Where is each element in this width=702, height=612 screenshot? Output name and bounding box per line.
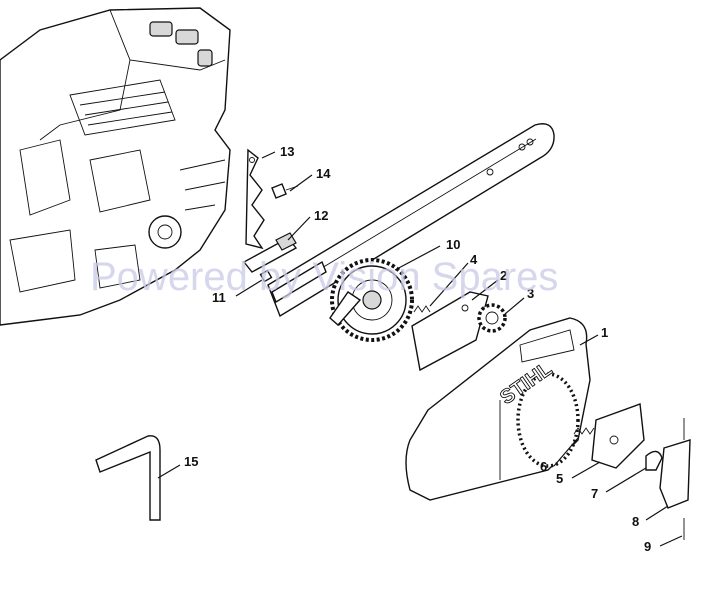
engine-housing (0, 7, 231, 326)
callout-5: 5 (556, 471, 563, 486)
callout-8: 8 (632, 514, 639, 529)
guide-plate (411, 291, 489, 372)
cap-7 (645, 450, 663, 471)
callout-1: 1 (601, 325, 608, 340)
watermark: Powered by Vision Spares (90, 255, 558, 299)
catch-8 (659, 418, 691, 540)
bar-wrench (95, 435, 161, 521)
tensioner-spring (245, 148, 265, 250)
callout-13: 13 (280, 144, 294, 159)
callout-7: 7 (591, 486, 598, 501)
callout-labels: 1 2 3 4 5 6 7 8 9 10 11 12 13 14 15 (184, 144, 651, 554)
sprocket-cover: STIHL (405, 317, 591, 501)
callout-2: 2 (500, 268, 507, 283)
brake-block-5 (591, 403, 645, 469)
callout-3: 3 (527, 286, 534, 301)
callout-15: 15 (184, 454, 198, 469)
guide-bar (267, 123, 555, 318)
callout-9: 9 (644, 539, 651, 554)
chain-sprocket (329, 258, 414, 342)
leader-lines (157, 151, 683, 547)
collar-nut (477, 303, 507, 333)
callout-6: 6 (540, 459, 547, 474)
callout-10: 10 (446, 237, 460, 252)
callout-11: 11 (212, 290, 226, 305)
spring-4 (413, 305, 431, 313)
nut-11 (259, 269, 273, 283)
callout-4: 4 (470, 252, 478, 267)
screw-14 (271, 183, 299, 199)
spring-6 (573, 427, 595, 435)
callout-14: 14 (316, 166, 331, 181)
callout-12: 12 (314, 208, 328, 223)
